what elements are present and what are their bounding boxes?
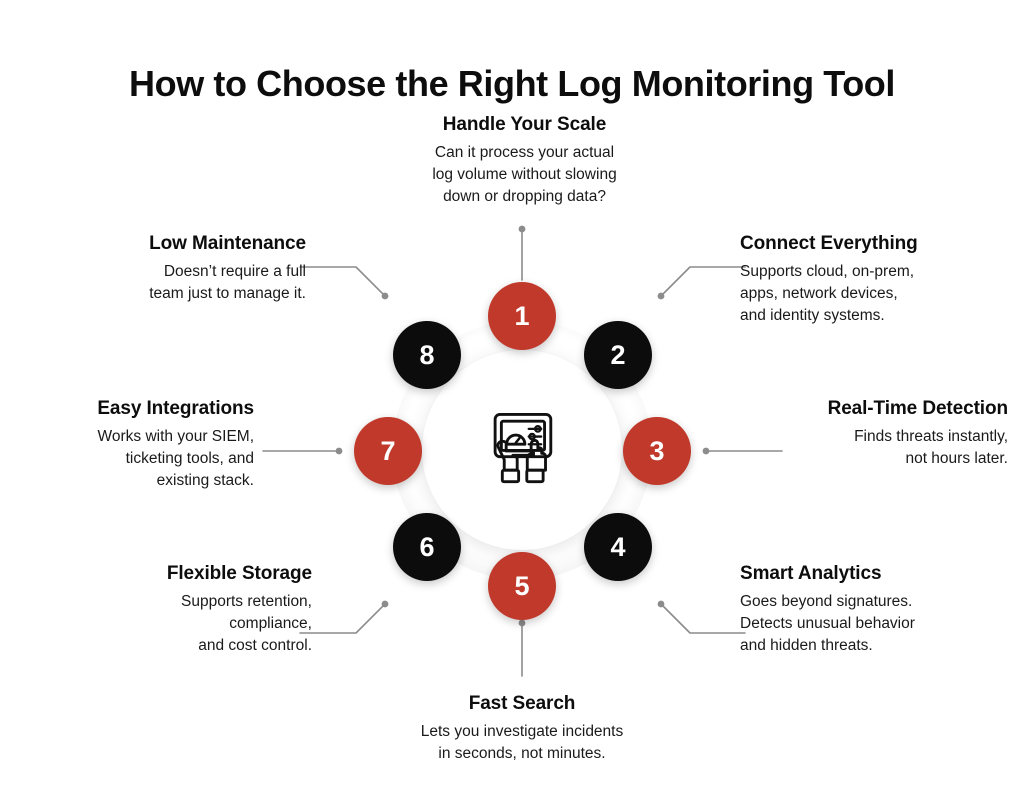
callout-4-body: Goes beyond signatures. Detects unusual … [740,592,915,654]
callout-low-maintenance: Low Maintenance Doesn’t require a full t… [58,232,306,305]
callout-8-body: Doesn’t require a full team just to mana… [149,262,306,302]
node-8[interactable]: 8 [393,321,461,389]
connector-dot-3 [702,447,710,455]
connector-line-4 [660,603,746,634]
node-6[interactable]: 6 [393,513,461,581]
node-8-number: 8 [419,339,435,370]
node-5-number: 5 [514,570,530,601]
callout-2-body: Supports cloud, on-prem, apps, network d… [740,262,915,324]
node-7[interactable]: 7 [354,417,422,485]
callout-easy-integrations: Easy Integrations Works with your SIEM, … [22,397,254,492]
connector-line-2 [660,266,746,297]
node-2-number: 2 [610,339,626,370]
node-3-number: 3 [649,435,665,466]
callout-smart-analytics: Smart Analytics Goes beyond signatures. … [740,562,1008,657]
callout-3-body: Finds threats instantly, not hours later… [854,427,1008,467]
callout-2-title: Connect Everything [740,233,918,254]
callout-real-time-detection: Real-Time Detection Finds threats instan… [736,397,1009,470]
callout-connect-everything: Connect Everything Supports cloud, on-pr… [740,232,1002,327]
callout-handle-your-scale: Handle Your Scale Can it process your ac… [362,113,687,208]
callout-flexible-storage: Flexible Storage Supports retention, com… [30,562,312,657]
node-5[interactable]: 5 [488,552,556,620]
node-4[interactable]: 4 [584,513,652,581]
connector-line-6 [299,603,386,634]
callout-7-body: Works with your SIEM, ticketing tools, a… [97,427,254,489]
hub-circle [422,350,622,550]
callout-1-body: Can it process your actual log volume wi… [432,143,617,205]
callout-fast-search: Fast Search Lets you investigate inciden… [352,692,692,765]
node-2[interactable]: 2 [584,321,652,389]
callout-8-title: Low Maintenance [149,233,306,254]
node-6-number: 6 [419,531,435,562]
node-3[interactable]: 3 [623,417,691,485]
callout-6-body: Supports retention, compliance, and cost… [181,592,312,654]
connector-dot-8 [381,292,389,300]
connector-dot-6 [381,600,389,608]
connector-dot-1 [518,225,526,233]
connector-dot-5 [518,619,526,627]
connector-dot-2 [657,292,665,300]
node-1-number: 1 [514,300,530,331]
connector-dot-4 [657,600,665,608]
node-7-number: 7 [380,435,396,466]
node-1[interactable]: 1 [488,282,556,350]
connector-dot-7 [335,447,343,455]
callout-7-title: Easy Integrations [97,398,254,419]
callout-5-title: Fast Search [468,693,576,714]
callout-6-title: Flexible Storage [166,563,312,584]
connector-line-8 [299,266,386,297]
callout-1-title: Handle Your Scale [442,114,607,135]
callout-3-title: Real-Time Detection [827,398,1009,419]
callout-4-title: Smart Analytics [740,563,882,584]
callout-5-body: Lets you investigate incidents in second… [420,722,624,762]
dashboard-tablet-hands-icon [493,413,553,484]
node-4-number: 4 [610,531,626,562]
page-title: How to Choose the Right Log Monitoring T… [129,63,895,105]
